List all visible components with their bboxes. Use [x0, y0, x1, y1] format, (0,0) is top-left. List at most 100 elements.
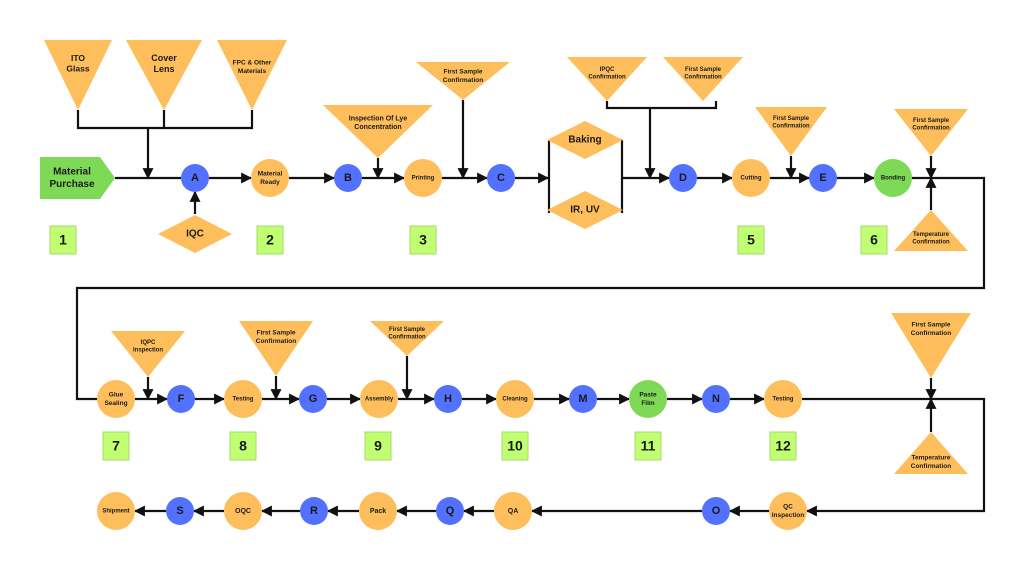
- checkpoint-circle: [809, 164, 837, 192]
- node-printing: Printing: [404, 159, 442, 197]
- node-g: G: [299, 385, 327, 413]
- shape-label: IQC: [186, 229, 204, 240]
- inverted-triangle-shape: [755, 107, 827, 156]
- inverted-triangle-shape: [663, 57, 743, 101]
- process-circle: [97, 380, 135, 418]
- badge-box: [737, 225, 765, 255]
- shape-label: Confirmation: [911, 330, 951, 337]
- shape-label: Bonding: [881, 176, 906, 182]
- checkpoint-circle: [334, 164, 362, 192]
- checkpoint-circle: [702, 385, 730, 413]
- badge-box: [49, 225, 77, 255]
- checkpoint-circle: [702, 497, 730, 525]
- shape-label: Concentration: [354, 124, 401, 131]
- node-cutting: Cutting: [732, 159, 770, 197]
- checkpoint-circle: [300, 497, 328, 525]
- inverted-triangle-shape: [370, 321, 444, 356]
- process-circle: [494, 492, 532, 530]
- shape-label: First Sample: [913, 118, 950, 124]
- shape-label: Inspection: [772, 512, 805, 519]
- badge-number: 6: [870, 232, 878, 248]
- step-badge-12: 12: [769, 431, 797, 461]
- inverted-triangle-shape: [44, 40, 112, 110]
- node-oqc: OQC: [224, 492, 262, 530]
- step-badge-10: 10: [501, 431, 529, 461]
- process-circle: [360, 380, 398, 418]
- inverted-triangle-shape: [126, 40, 202, 110]
- shape-label: Ready: [260, 179, 280, 186]
- checkpoint-circle: [166, 497, 194, 525]
- shape-label: Film: [641, 400, 655, 407]
- checkpoint-circle: [181, 164, 209, 192]
- process-circle: [769, 492, 807, 530]
- step-badge-7: 7: [102, 431, 130, 461]
- shape-label: Testing: [233, 397, 254, 403]
- step-badge-11: 11: [634, 431, 662, 461]
- process-circle: [764, 380, 802, 418]
- shape-label: C: [497, 172, 505, 184]
- node-m: M: [569, 385, 597, 413]
- shape-label: Confirmation: [588, 74, 626, 80]
- shape-label: Glass: [66, 64, 89, 74]
- badge-number: 8: [239, 438, 247, 454]
- shape-label: Shipment: [102, 509, 129, 515]
- process-circle: [224, 492, 262, 530]
- node-e: E: [809, 164, 837, 192]
- shape-label: Cutting: [741, 176, 762, 182]
- pentagon-shape: [40, 157, 115, 199]
- node-shipment: Shipment: [97, 492, 135, 530]
- shape-label: Lens: [153, 64, 174, 74]
- shape-label: Paste: [639, 392, 657, 399]
- badge-number: 3: [419, 232, 427, 248]
- badge-number: 5: [747, 232, 755, 248]
- node-bonding: Bonding: [874, 159, 912, 197]
- shape-label: Temperature: [912, 455, 951, 462]
- shape-label: First Sample: [773, 116, 810, 122]
- shape-label: Cleaning: [502, 397, 528, 403]
- shape-label: Q: [446, 505, 455, 517]
- inverted-triangle-shape: [217, 40, 287, 110]
- process-circle: [629, 380, 667, 418]
- badge-box: [364, 431, 392, 461]
- node-d: D: [669, 164, 697, 192]
- inverted-triangle-shape: [894, 109, 968, 156]
- node-testing-1: Testing: [224, 380, 262, 418]
- badge-number: 10: [507, 438, 523, 454]
- node-assembly: Assembly: [360, 380, 398, 418]
- shape-label: Temperature: [913, 232, 950, 238]
- node-q: Q: [436, 497, 464, 525]
- shape-label: E: [819, 172, 826, 184]
- node-c: C: [487, 164, 515, 192]
- shape-label: FPC & Other: [233, 60, 272, 67]
- process-circle: [97, 492, 135, 530]
- shape-label: ITO: [71, 53, 85, 63]
- process-circle: [496, 380, 534, 418]
- node-pack: Pack: [359, 492, 397, 530]
- shape-label: IR, UV: [570, 205, 600, 216]
- shape-label: IPQC: [600, 67, 615, 73]
- node-o: O: [702, 497, 730, 525]
- shape-label: M: [578, 393, 587, 405]
- badge-number: 9: [374, 438, 382, 454]
- checkpoint-circle: [669, 164, 697, 192]
- node-a: A: [181, 164, 209, 192]
- process-circle: [251, 159, 289, 197]
- shape-label: QA: [508, 508, 519, 515]
- shape-label: F: [178, 393, 185, 405]
- diamond-shape: [158, 215, 232, 253]
- step-badge-3: 3: [409, 225, 437, 255]
- checkpoint-circle: [299, 385, 327, 413]
- shape-label: First Sample: [911, 322, 950, 329]
- inverted-triangle-shape: [239, 321, 313, 376]
- shape-label: Material: [258, 171, 283, 178]
- badge-box: [769, 431, 797, 461]
- shape-label: Confirmation: [684, 74, 722, 80]
